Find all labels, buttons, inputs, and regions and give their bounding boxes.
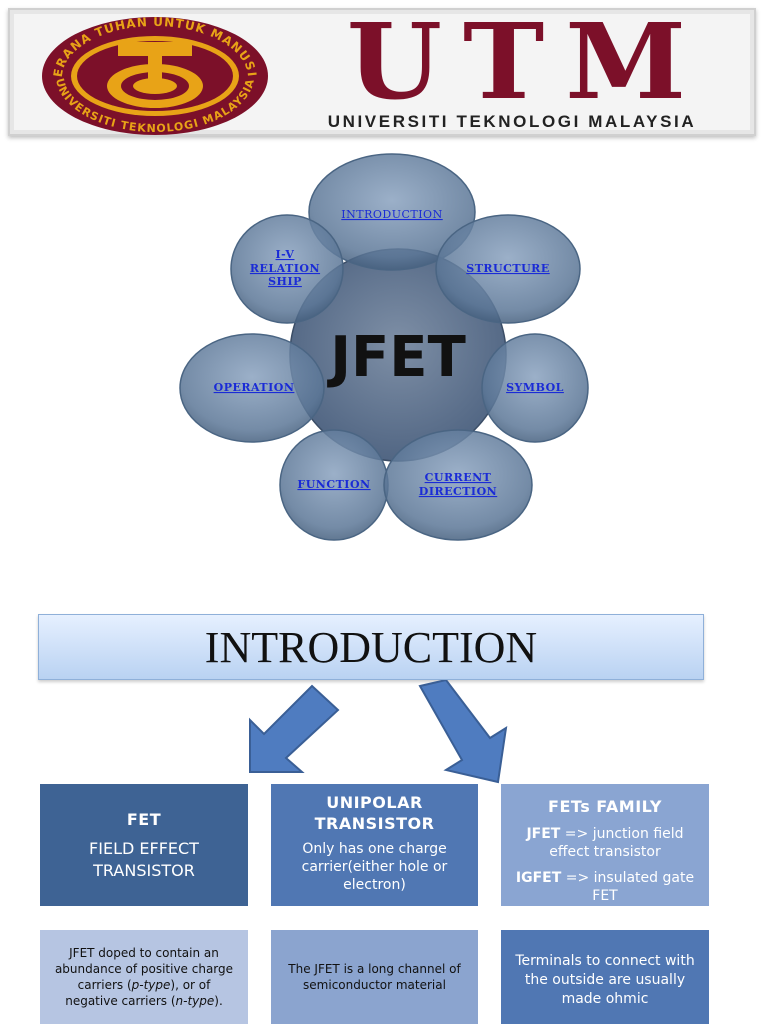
- unipolar-body: Only has one charge carrier(either hole …: [301, 841, 448, 893]
- svg-text:I-V: I-V: [276, 248, 295, 261]
- family-igfet-line: IGFET => insulated gate FET: [515, 870, 695, 904]
- svg-text:SYMBOL: SYMBOL: [506, 381, 564, 394]
- family-title: FETs FAMILY: [548, 797, 662, 816]
- introduction-heading: INTRODUCTION: [38, 614, 704, 680]
- doping-box: JFET doped to contain an abundance of po…: [40, 930, 248, 1024]
- utm-logo-word: UTM: [346, 0, 708, 123]
- node-function[interactable]: FUNCTION: [279, 429, 389, 541]
- utm-header-banner: KERANA TUHAN UNTUK MANUSIA UNIVERSITI TE…: [8, 8, 756, 136]
- terminals-text: Terminals to connect with the outside ar…: [515, 952, 695, 1007]
- node-structure[interactable]: STRUCTURE: [435, 214, 581, 324]
- channel-text: The JFET is a long channel of semiconduc…: [288, 962, 461, 992]
- utm-seal-logo: KERANA TUHAN UNTUK MANUSIA UNIVERSITI TE…: [40, 14, 268, 135]
- down-arrows: [249, 680, 508, 784]
- svg-text:INTRODUCTION: INTRODUCTION: [341, 208, 442, 221]
- node-operation[interactable]: OPERATION: [179, 333, 325, 443]
- unipolar-title-line1: UNIPOLAR: [326, 793, 423, 812]
- svg-text:STRUCTURE: STRUCTURE: [466, 262, 549, 275]
- svg-text:OPERATION: OPERATION: [214, 381, 295, 394]
- unipolar-title-line2: TRANSISTOR: [314, 814, 435, 833]
- fets-family-box: FETs FAMILY JFET => junction field effec…: [501, 784, 709, 906]
- svg-text:RELATION: RELATION: [250, 262, 320, 275]
- doping-text: JFET doped to contain an abundance of po…: [54, 946, 234, 1008]
- node-symbol[interactable]: SYMBOL: [481, 333, 589, 443]
- arrow-right-down-icon: [418, 680, 508, 784]
- svg-text:DIRECTION: DIRECTION: [419, 485, 497, 498]
- unipolar-box: UNIPOLAR TRANSISTOR Only has one charge …: [271, 784, 478, 906]
- svg-text:SHIP: SHIP: [268, 275, 302, 288]
- channel-box: The JFET is a long channel of semiconduc…: [271, 930, 478, 1024]
- fet-box: FET FIELD EFFECT TRANSISTOR: [40, 784, 248, 906]
- fet-title: FET: [126, 809, 162, 829]
- arrow-left-down-icon: [249, 684, 340, 773]
- family-jfet-line: JFET => junction field effect transistor: [526, 826, 684, 860]
- node-introduction[interactable]: INTRODUCTION: [308, 153, 476, 271]
- jfet-mindmap: JFET INTRODUCTION I-V RELATION SHIP STRU…: [179, 153, 589, 541]
- svg-text:FUNCTION: FUNCTION: [297, 478, 370, 491]
- svg-text:JFET: JFET: [326, 325, 466, 390]
- utm-logo-subtitle: UNIVERSITI TEKNOLOGI MALAYSIA: [327, 112, 697, 131]
- fet-line2: TRANSISTOR: [93, 860, 195, 880]
- node-current-direction[interactable]: CURRENT DIRECTION: [383, 429, 533, 541]
- terminals-box: Terminals to connect with the outside ar…: [501, 930, 709, 1024]
- node-iv-relationship[interactable]: I-V RELATION SHIP: [230, 214, 344, 324]
- fet-line1: FIELD EFFECT: [89, 838, 199, 858]
- svg-text:CURRENT: CURRENT: [425, 471, 492, 484]
